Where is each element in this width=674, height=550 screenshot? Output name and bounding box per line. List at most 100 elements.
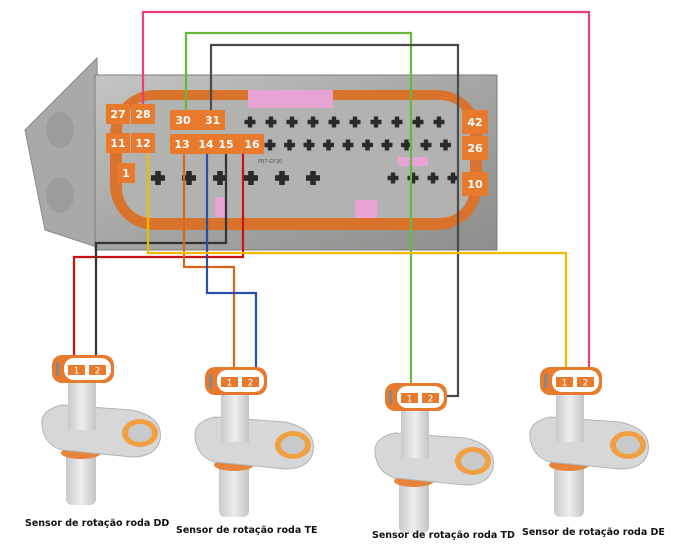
pink-latch-right <box>398 157 428 166</box>
sensor-mount-hole <box>281 436 305 454</box>
sensor-pin-2 <box>422 393 439 403</box>
pin-cavity <box>323 139 334 151</box>
sensor-shaft <box>219 462 249 517</box>
ecu-pin-label-28: 28 <box>131 104 155 124</box>
pin-cavity <box>427 172 439 184</box>
ecu-pin-label-30: 30 <box>175 113 191 127</box>
ecu-pin-label-26: 26 <box>462 136 488 160</box>
wire-gray <box>209 43 460 398</box>
wire-red <box>72 154 245 370</box>
sensor-body <box>401 403 429 458</box>
sensor-connector-key <box>209 374 212 388</box>
pin-cavity <box>265 116 277 128</box>
sensor-pin-2 <box>242 377 259 387</box>
sensor-body <box>556 387 584 442</box>
pin-cavity <box>328 116 340 128</box>
pin-cavity <box>284 139 295 151</box>
pin-cavity <box>244 171 258 185</box>
ecu-pin-label-15: 15 <box>218 137 234 151</box>
sensor-pin-1-label: 1 <box>227 379 233 389</box>
sensor-connector-key <box>389 390 392 404</box>
pin-cavity <box>244 116 256 128</box>
sensor-pin-2-label: 2 <box>583 379 589 389</box>
pin-cavity <box>213 171 227 185</box>
pin-cavity <box>362 139 373 151</box>
sensor-caption-td: Sensor de rotação roda TD <box>372 530 515 541</box>
sensor-pin-2 <box>89 365 106 375</box>
pin-cavity <box>433 116 445 128</box>
ecu-pin-label-27: 27 <box>106 104 130 124</box>
pin-cavity <box>182 171 196 185</box>
sensor-shaft <box>399 478 429 533</box>
sensor-pin-1 <box>68 365 85 375</box>
pin-cavity <box>440 139 451 151</box>
pin-cavity <box>306 171 320 185</box>
part-marking: PBT-GF30 <box>258 159 282 165</box>
sensor-pin-1 <box>401 393 418 403</box>
connector-flange <box>24 56 101 249</box>
pink-latch-top <box>248 90 333 108</box>
ecu-pin-label-14: 14 <box>198 137 214 151</box>
pin-cavity <box>370 116 382 128</box>
pin-label-block <box>170 110 225 130</box>
sensor-pin-2-label: 2 <box>428 395 434 405</box>
pin-cavity <box>381 139 393 151</box>
sensor-connector-key <box>544 374 547 388</box>
sensor-connector-key <box>56 362 59 376</box>
sensor-body <box>221 387 249 442</box>
ecu-pin-label-31: 31 <box>204 113 221 127</box>
sensor-mount-hole <box>128 424 152 442</box>
pink-latch-bottom <box>215 197 227 217</box>
sensor-caption-te: Sensor de rotação roda TE <box>176 525 318 536</box>
pin-cavity <box>342 139 354 151</box>
pink-latch-bottom-right <box>355 200 377 218</box>
pin-cavity <box>412 116 424 128</box>
ecu-pin-label-11: 11 <box>106 133 130 153</box>
pin-cavity <box>307 116 319 128</box>
sensor-caption-dd: Sensor de rotação roda DD <box>25 518 170 529</box>
ecu-pin-label-42: 42 <box>462 110 488 134</box>
pin-cavity <box>151 171 165 185</box>
pin-holes <box>151 116 459 185</box>
sensor-pin-1 <box>221 377 238 387</box>
pin-cavity <box>303 139 315 151</box>
pin-cavity <box>264 139 276 151</box>
sensor-pin-1-label: 1 <box>407 395 413 405</box>
ecu-pin-label-10: 10 <box>462 172 488 196</box>
pin-cavity <box>420 139 432 151</box>
ecu-pin-label-1: 1 <box>117 163 135 183</box>
pin-cavity <box>407 172 419 184</box>
sensor-pin-1-label: 1 <box>74 367 80 377</box>
ecu-connector: PBT-GF30 <box>24 56 498 251</box>
pin-cavity <box>349 116 361 128</box>
ecu-pin-label-13: 13 <box>174 137 190 151</box>
pin-cavity <box>401 139 412 151</box>
sensor-mount-hole <box>461 452 485 470</box>
wire-yellow <box>146 154 568 380</box>
pin-label-block <box>170 134 264 154</box>
pin-cavity <box>447 172 459 184</box>
pin-cavity <box>275 171 289 185</box>
pin-cavity <box>391 116 403 128</box>
sensor-body <box>68 375 96 430</box>
sensor-pin-1 <box>556 377 573 387</box>
sensor-caption-de: Sensor de rotação roda DE <box>522 527 665 538</box>
wire-blue <box>205 154 258 380</box>
sensor-pin-1-label: 1 <box>562 379 568 389</box>
sensor-shaft <box>66 450 96 505</box>
ecu-pin-label-16: 16 <box>244 137 260 151</box>
sensor-shaft <box>554 462 584 517</box>
wire-green <box>184 31 413 396</box>
sensor-pin-2 <box>577 377 594 387</box>
sensor-pin-2-label: 2 <box>248 379 254 389</box>
wire-black <box>94 154 228 370</box>
pin-cavity <box>286 116 298 128</box>
flange-hole <box>46 112 74 148</box>
wire-orange <box>182 154 236 380</box>
wires <box>72 10 591 398</box>
